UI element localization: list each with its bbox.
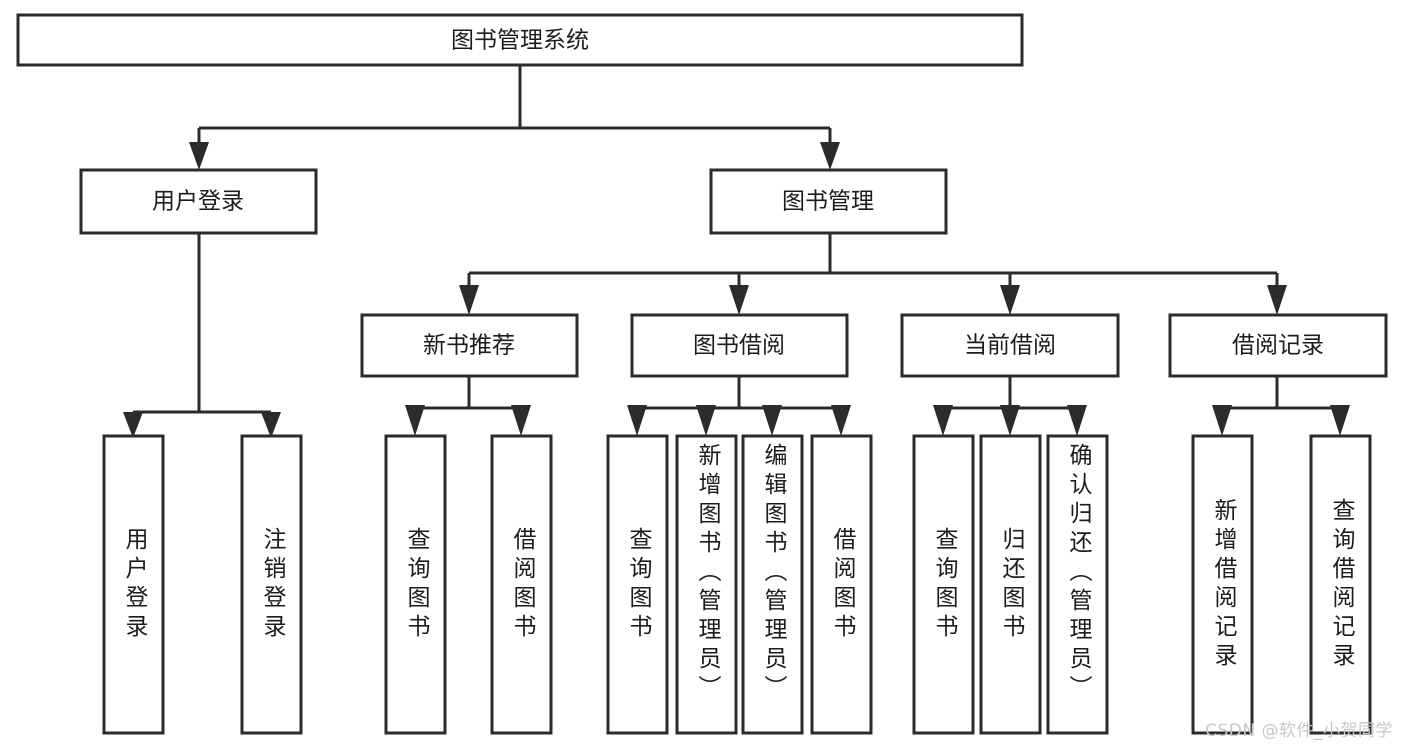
node-new-book-recommend-box[interactable]: [360, 313, 579, 378]
connector-group-borrow-record: [1212, 376, 1350, 436]
node-new-book-recommend[interactable]: 新书推荐: [360, 313, 579, 378]
arrow-to-leaf-query-book-1: [405, 405, 425, 436]
node-book-borrow[interactable]: 图书借阅: [630, 313, 849, 378]
watermark-text: CSDN @软件_小贺同学: [1205, 721, 1393, 741]
node-borrow-record-label: 借阅记录: [1232, 333, 1324, 359]
node-borrow-record-box[interactable]: [1168, 313, 1388, 378]
node-user-login-box[interactable]: [79, 168, 318, 235]
connector-group-new-book-recommend: [405, 376, 531, 436]
arrow-to-leaf-borrow-book-1: [511, 405, 531, 436]
node-book-manage-label: 图书管理: [782, 189, 874, 215]
arrow-to-book-manage: [820, 142, 840, 170]
arrow-to-leaf-borrow-book-2: [831, 405, 851, 436]
node-new-book-recommend-label: 新书推荐: [423, 333, 515, 359]
node-current-borrow-box[interactable]: [900, 313, 1120, 378]
arrow-to-leaf-confirm-return: [1067, 405, 1087, 436]
connector-group-book-borrow: [627, 376, 851, 436]
node-leaf-query-book-3-box[interactable]: [912, 434, 975, 735]
node-leaf-confirm-return-box[interactable]: [1046, 434, 1109, 735]
node-current-borrow-label: 当前借阅: [964, 333, 1056, 359]
node-user-login-label: 用户登录: [152, 189, 244, 215]
arrow-to-borrow-record: [1267, 285, 1287, 315]
connector-group-book-manage: [459, 233, 1287, 315]
node-current-borrow[interactable]: 当前借阅: [900, 313, 1120, 378]
node-borrow-record[interactable]: 借阅记录: [1168, 313, 1388, 378]
node-book-borrow-box[interactable]: [630, 313, 849, 378]
node-leaf-query-book-2-box[interactable]: [606, 434, 669, 735]
node-leaf-query-book-1-box[interactable]: [384, 434, 447, 735]
arrow-to-leaf-edit-book: [762, 405, 782, 436]
node-book-borrow-label: 图书借阅: [693, 333, 785, 359]
node-root-label: 图书管理系统: [451, 28, 589, 54]
arrow-to-leaf-add-book: [696, 405, 716, 436]
arrow-to-leaf-query-book-2: [627, 405, 647, 436]
node-leaf-user-login-box[interactable]: [102, 434, 165, 735]
node-user-login[interactable]: 用户登录: [79, 168, 318, 235]
arrow-to-leaf-add-record: [1212, 405, 1232, 436]
node-leaf-logout-box[interactable]: [240, 434, 303, 735]
connector-group-user-login: [123, 233, 281, 438]
node-root-box[interactable]: [16, 13, 1024, 67]
node-book-manage[interactable]: 图书管理: [709, 168, 948, 235]
node-leaf-query-record-box[interactable]: [1309, 434, 1372, 735]
connector-group-current-borrow: [933, 376, 1087, 436]
arrow-to-leaf-user-login: [123, 412, 143, 438]
node-root[interactable]: 图书管理系统: [16, 13, 1024, 67]
arrow-to-new-book-recommend: [459, 285, 479, 315]
connector-group-root: [189, 65, 840, 170]
arrow-to-leaf-return-book: [1000, 405, 1020, 436]
arrow-to-leaf-query-book-3: [933, 405, 953, 436]
node-book-manage-box[interactable]: [709, 168, 948, 235]
arrow-to-book-borrow: [729, 285, 749, 315]
arrow-to-user-login: [189, 142, 209, 170]
arrow-to-leaf-logout: [261, 412, 281, 438]
node-leaf-borrow-book-1-box[interactable]: [490, 434, 553, 735]
node-leaf-add-record-box[interactable]: [1191, 434, 1254, 735]
node-leaf-borrow-book-2-box[interactable]: [810, 434, 873, 735]
node-leaf-edit-book-box[interactable]: [741, 434, 804, 735]
arrow-to-leaf-query-record: [1330, 405, 1350, 436]
arrow-to-current-borrow: [1000, 285, 1020, 315]
node-leaf-return-book-box[interactable]: [979, 434, 1042, 735]
node-leaf-add-book-box[interactable]: [675, 434, 738, 735]
